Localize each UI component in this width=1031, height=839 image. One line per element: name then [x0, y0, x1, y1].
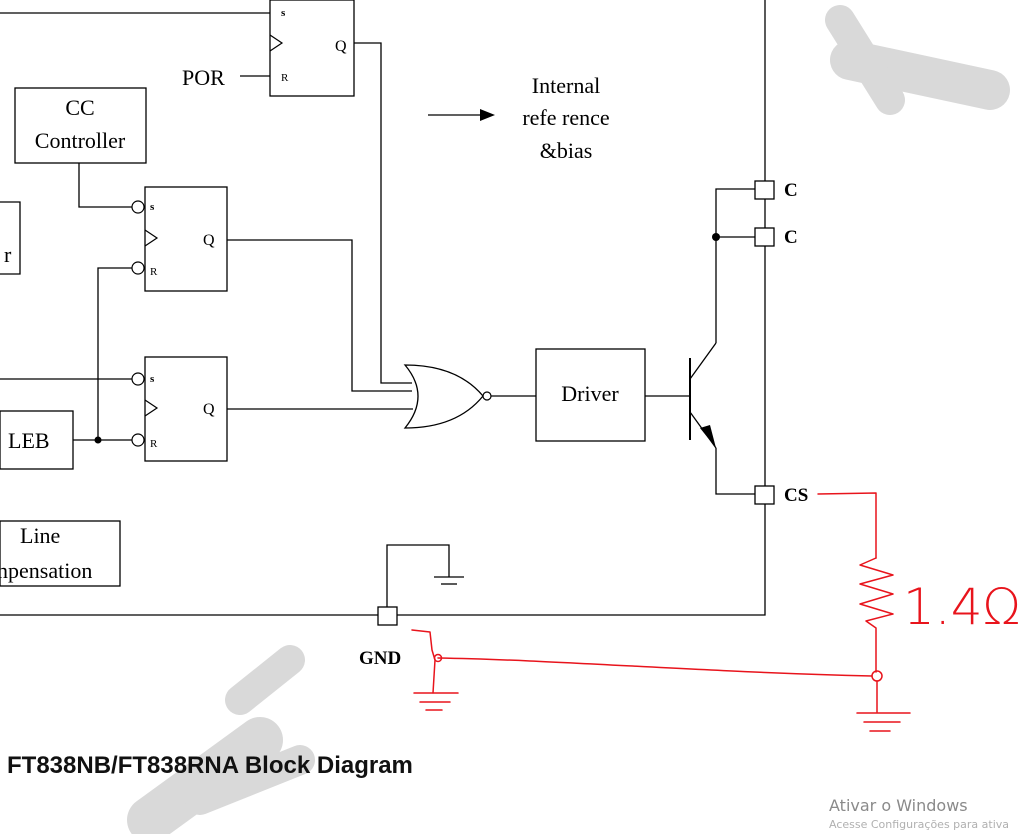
pin-c2: [754, 227, 775, 247]
diagram-blocks: [0, 0, 775, 626]
ff-top-s: s: [281, 7, 286, 19]
pin-c1-label: C: [784, 180, 798, 201]
pin-gnd: [377, 606, 398, 626]
junction-dot: [871, 670, 883, 682]
ff-top: [269, 0, 355, 97]
pin-cs: [754, 485, 775, 505]
diagram-labels: s Q R s Q R s Q R POR CC Controller Inte…: [0, 7, 808, 669]
nor-bubble: [482, 391, 492, 401]
pin-cs-label: CS: [784, 485, 808, 506]
gnd-left-lead: [411, 629, 436, 694]
internal-ref-1: Internal: [532, 73, 600, 98]
windows-activation-subtitle: Acesse Configurações para ativa: [829, 818, 1010, 831]
ff-mid-q: Q: [203, 232, 215, 249]
ff-low-r: R: [150, 438, 158, 450]
line-comp-block: [0, 520, 121, 587]
ff-low-s: s: [150, 373, 155, 385]
cs-annotation-wire: [817, 492, 877, 559]
pin-c2-label: C: [784, 227, 798, 248]
pin-c1: [754, 180, 775, 200]
cc-label-1: CC: [65, 95, 94, 120]
nor-gate: [403, 364, 484, 429]
ff-middle: [144, 186, 228, 292]
driver-label: Driver: [561, 381, 619, 406]
leb-block: [0, 410, 74, 470]
ff-lower: [144, 356, 228, 462]
ff-mid-s: s: [150, 201, 155, 213]
resistor-value-label: 1.4Ω: [903, 578, 1021, 636]
diagram-wires: [0, 0, 766, 616]
handwritten-annotation: [411, 492, 911, 732]
ff-top-q: Q: [335, 38, 347, 55]
cc-label-2: Controller: [35, 128, 126, 153]
ic-outline: [0, 0, 766, 616]
partial-block-label: r: [4, 242, 12, 267]
line-comp-label-1: Line: [20, 523, 60, 548]
leb-label: LEB: [8, 428, 50, 453]
windows-activation-title: Ativar o Windows: [829, 796, 968, 815]
background-watermark: [127, 5, 1010, 839]
ff-mid-r: R: [150, 266, 158, 278]
por-label: POR: [182, 65, 225, 90]
gnd-left-dot: [433, 653, 443, 663]
ff-details: [131, 34, 284, 447]
diagram-caption: FT838NB/FT838RNA Block Diagram: [7, 752, 413, 779]
resistor-zigzag: [859, 557, 894, 673]
driver-block: [535, 348, 646, 442]
internal-ref-2: refe rence: [522, 105, 609, 130]
line-comp-label-2: npensation: [0, 558, 92, 583]
pin-gnd-label: GND: [359, 648, 401, 669]
ff-low-q: Q: [203, 401, 215, 418]
internal-ref-3: &bias: [540, 138, 593, 163]
gnd-annotation-wire: [437, 657, 873, 677]
cc-controller-block: [14, 87, 147, 164]
ff-top-r: R: [281, 72, 289, 84]
